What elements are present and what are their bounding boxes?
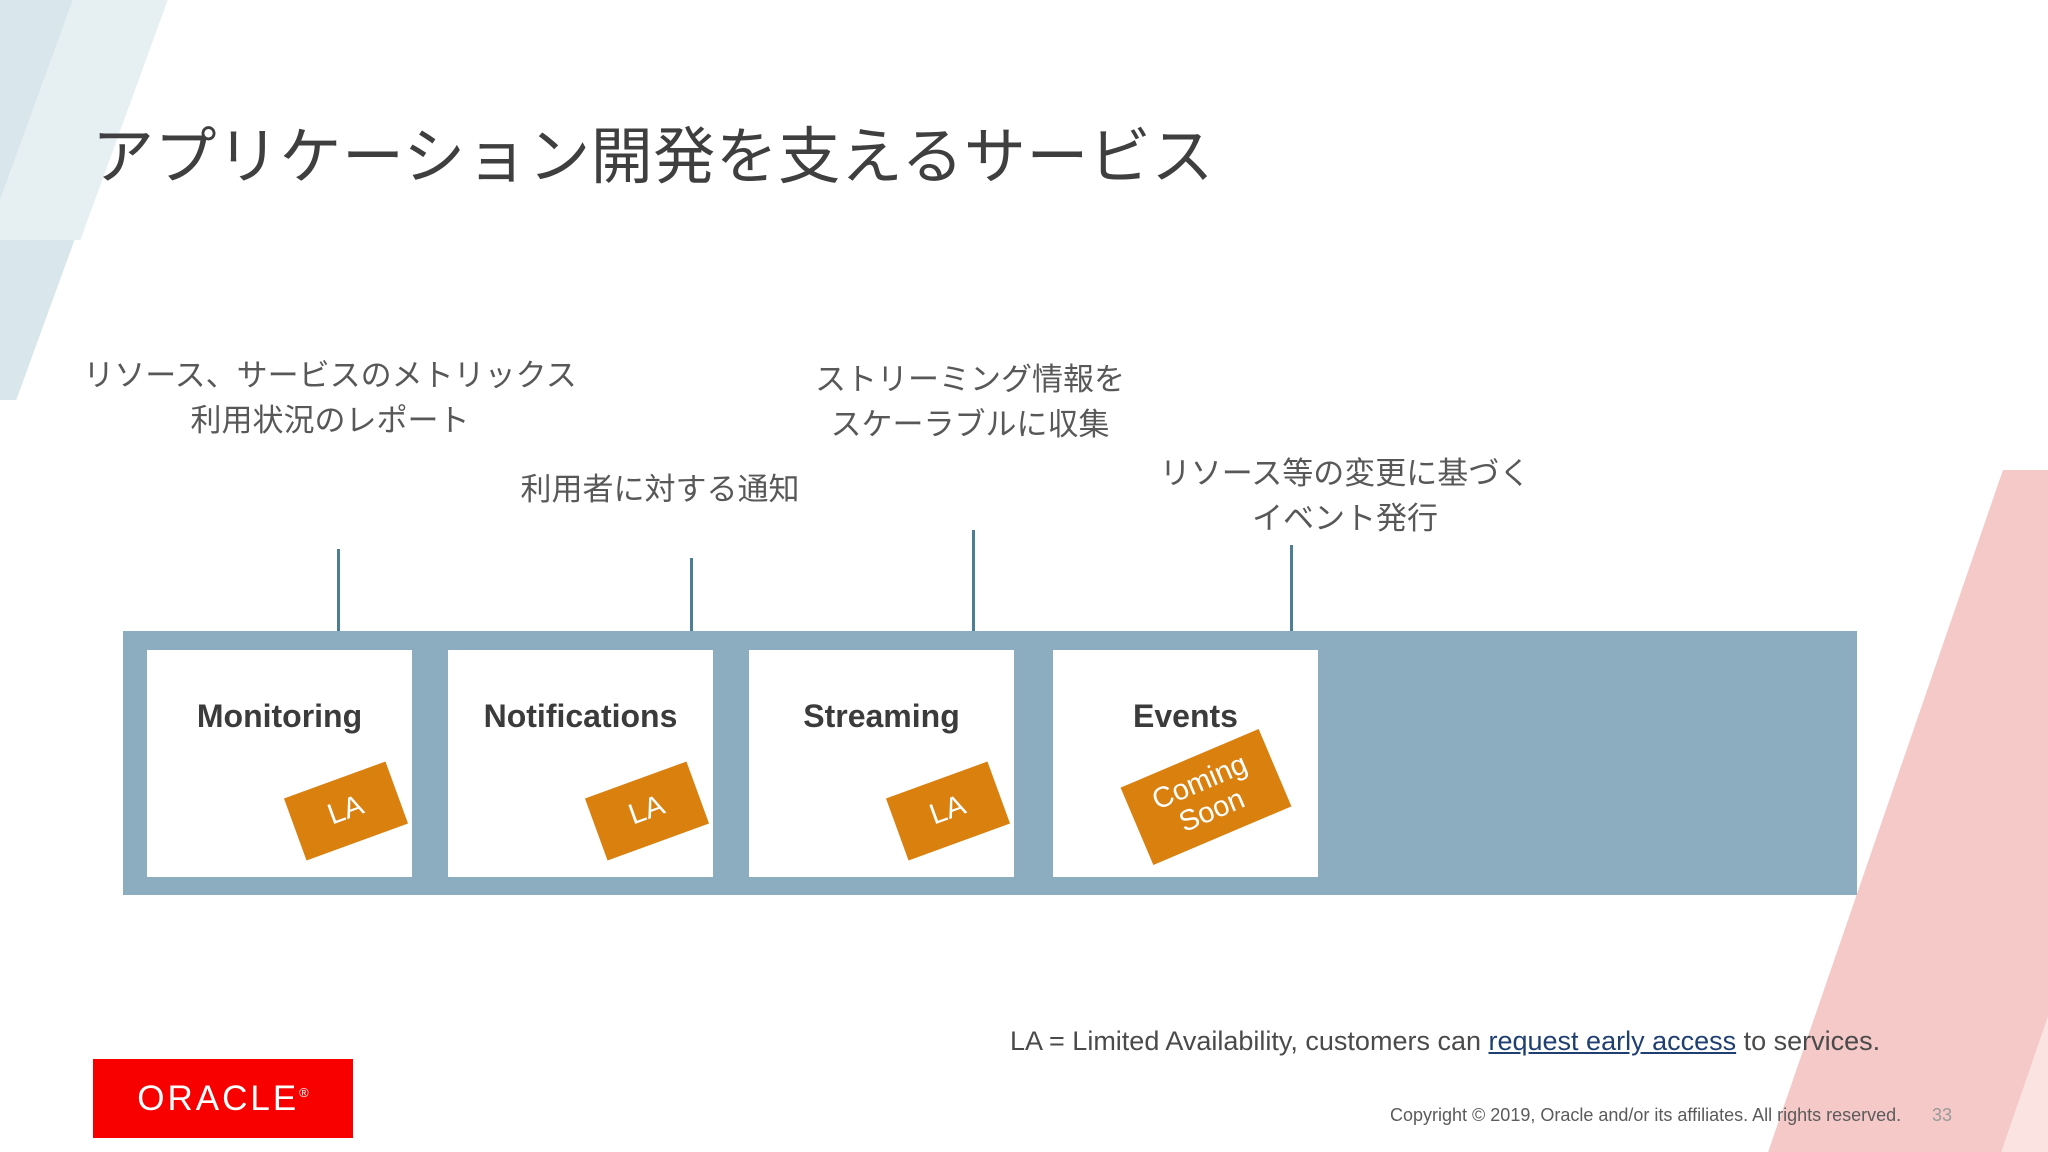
request-early-access-link[interactable]: request early access [1488, 1026, 1737, 1056]
decoration-top-left-blue-band [0, 0, 184, 400]
service-card-title: Notifications [483, 698, 678, 734]
decoration-right-pink-stripe-light [1926, 430, 2048, 1152]
copyright-text: Copyright © 2019, Oracle and/or its affi… [1390, 1105, 1902, 1125]
badge-limited-availability: LA [584, 761, 710, 861]
connector-line-notifications [690, 558, 693, 675]
footnote-prefix: LA = Limited Availability, customers can [1010, 1026, 1489, 1056]
badge-limited-availability: LA [885, 761, 1011, 861]
badge-coming-soon: Coming Soon [1120, 729, 1292, 865]
service-card-title: Events [1133, 698, 1238, 734]
service-card-streaming[interactable]: Streaming LA [749, 650, 1014, 877]
oracle-logo: ORACLE [93, 1059, 353, 1138]
callout-notifications: 利用者に対する通知 [520, 472, 800, 507]
connector-line-monitoring [337, 549, 340, 673]
footnote: LA = Limited Availability, customers can… [1010, 1026, 1880, 1057]
callout-streaming: ストリーミング情報を スケーラブルに収集 [815, 362, 1125, 442]
page-number: 33 [1932, 1105, 1953, 1125]
oracle-logo-text: ORACLE [137, 1079, 309, 1119]
callout-events: リソース等の変更に基づく イベント発行 [1159, 456, 1531, 536]
service-card-events[interactable]: Events Coming Soon [1053, 650, 1318, 877]
connector-line-streaming [972, 530, 975, 675]
service-card-title: Monitoring [196, 698, 363, 734]
decoration-top-left-blue-stripe [0, 0, 190, 240]
page-title: アプリケーション開発を支えるサービス [92, 123, 1214, 192]
service-card-notifications[interactable]: Notifications LA [448, 650, 713, 877]
callout-monitoring: リソース、サービスのメトリックス 利用状況のレポート [83, 358, 577, 438]
service-card-title: Streaming [803, 698, 960, 734]
connector-line-events [1290, 545, 1293, 675]
service-card-monitoring[interactable]: Monitoring LA [147, 650, 412, 877]
footnote-suffix: to services. [1736, 1026, 1881, 1056]
badge-limited-availability: LA [283, 761, 409, 861]
